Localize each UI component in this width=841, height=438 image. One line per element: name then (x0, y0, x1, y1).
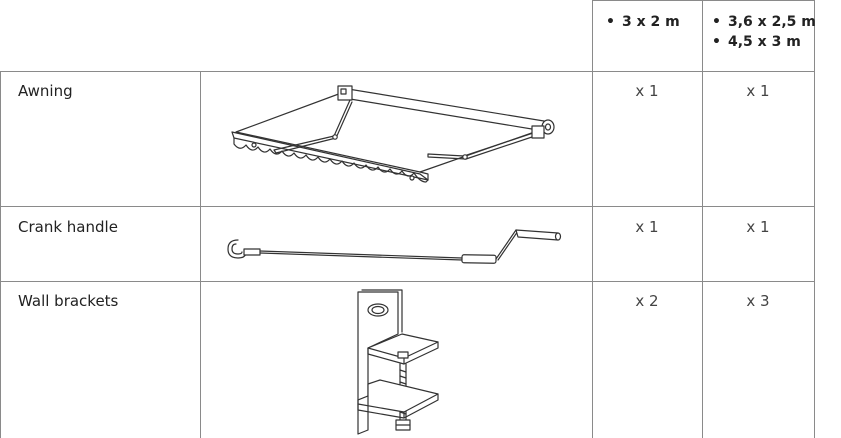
grid-line-qty-col (702, 0, 703, 438)
row-qty-wall-brackets-large: x 3 (746, 292, 770, 310)
row-qty-wall-brackets-small: x 2 (635, 292, 659, 310)
header-size-large: • 3,6 x 2,5 m • 4,5 x 3 m (712, 12, 816, 52)
size-label: 3,6 x 2,5 m (728, 14, 816, 30)
header-size-small: • 3 x 2 m (606, 12, 680, 32)
row-qty-awning-large: x 1 (746, 82, 770, 100)
grid-line-right (814, 0, 815, 438)
grid-line-left (0, 71, 1, 438)
grid-line-row2-bottom (0, 281, 815, 282)
grid-line-row1-bottom (0, 206, 815, 207)
row-label-awning: Awning (18, 82, 73, 100)
grid-line-header-bottom (0, 71, 815, 72)
wall-bracket-illustration (340, 288, 450, 438)
bullet: • (712, 14, 721, 30)
crank-handle-illustration (224, 218, 564, 268)
row-label-wall-brackets: Wall brackets (18, 292, 119, 310)
size-label: 3 x 2 m (622, 14, 680, 30)
row-qty-crank-handle-large: x 1 (746, 218, 770, 236)
bullet: • (712, 34, 721, 50)
bullet: • (606, 14, 615, 30)
grid-line-image-col (592, 0, 593, 438)
row-label-crank-handle: Crank handle (18, 218, 118, 236)
row-qty-awning-small: x 1 (635, 82, 659, 100)
awning-illustration (224, 82, 560, 198)
size-label: 4,5 x 3 m (728, 34, 801, 50)
grid-line-top (592, 0, 815, 1)
row-qty-crank-handle-small: x 1 (635, 218, 659, 236)
grid-line-label-col (200, 71, 201, 438)
